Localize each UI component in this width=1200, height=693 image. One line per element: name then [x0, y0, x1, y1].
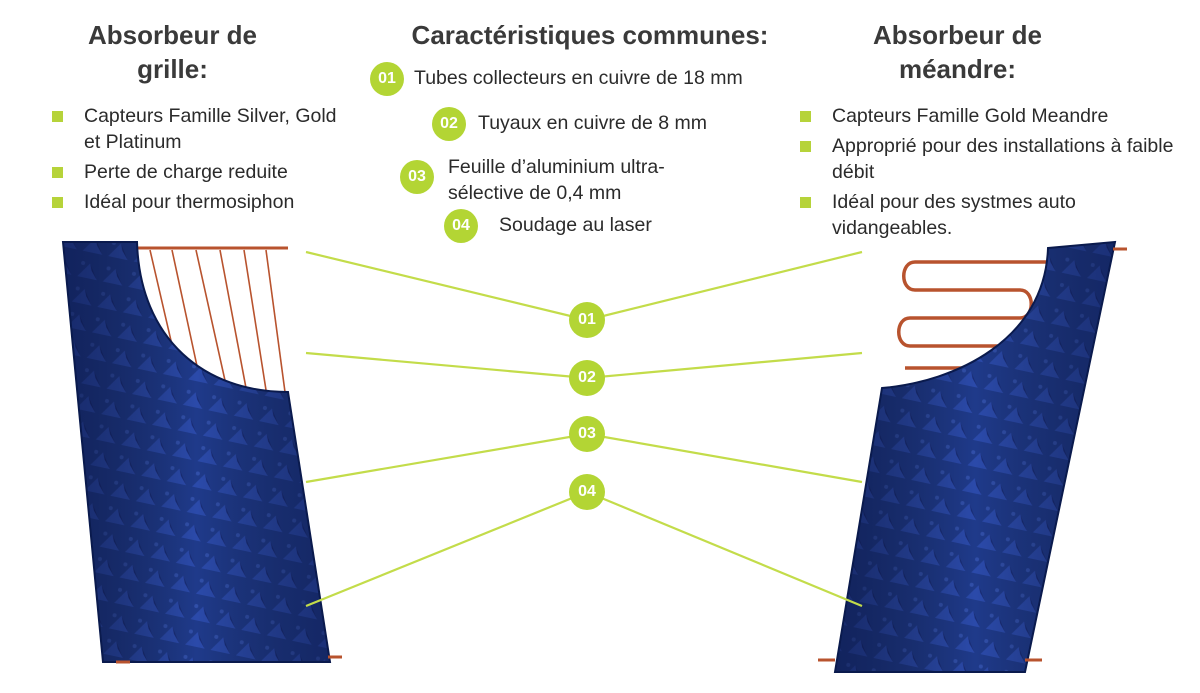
leader-line [586, 250, 863, 322]
meander-absorber-panel [818, 240, 1127, 673]
feature-number-badge: 03 [400, 160, 434, 194]
callout-badge: 01 [569, 302, 605, 338]
bullet-square-icon [800, 197, 811, 208]
leader-line [586, 432, 863, 484]
list-item: Capteurs Famille Silver, Gold et Platinu… [52, 103, 352, 155]
leader-line [305, 351, 588, 380]
grid-absorber-title: Absorbeur de grille: [50, 18, 295, 86]
callout-lines [305, 250, 863, 608]
list-item: Idéal pour des systmes auto vidangeables… [800, 189, 1162, 241]
grid-absorber-title-line2: grille: [137, 54, 208, 84]
leader-line [586, 351, 863, 380]
list-item: Capteurs Famille Gold Meandre [800, 103, 1190, 129]
callout-badge: 04 [569, 474, 605, 510]
meander-absorber-title-line1: Absorbeur de [872, 20, 1043, 50]
bullet-square-icon [52, 167, 63, 178]
bullet-square-icon [800, 111, 811, 122]
callout-badge: 03 [569, 416, 605, 452]
bullet-square-icon [52, 111, 63, 122]
meander-absorber-list: Capteurs Famille Gold Meandre Approprié … [800, 103, 1190, 245]
leader-line [586, 490, 863, 608]
feature-number-badge: 02 [432, 107, 466, 141]
grid-absorber-list: Capteurs Famille Silver, Gold et Platinu… [52, 103, 352, 219]
feature-text: Soudage au laser [499, 214, 652, 236]
leader-line [305, 490, 588, 608]
list-item: Approprié pour des installations à faibl… [800, 133, 1182, 185]
callout-badge: 02 [569, 360, 605, 396]
bullet-square-icon [52, 197, 63, 208]
leader-line [305, 432, 588, 484]
list-item: Perte de charge reduite [52, 159, 352, 185]
grid-absorber-panel [61, 241, 342, 664]
feature-number-badge: 01 [370, 62, 404, 96]
common-features-title: Caractéristiques communes: [411, 20, 769, 50]
meander-absorber-title: Absorbeur de méandre: [840, 18, 1075, 86]
feature-text: Tuyaux en cuivre de 8 mm [478, 112, 708, 134]
list-item: Idéal pour thermosiphon [52, 189, 352, 215]
leader-line [305, 250, 588, 322]
feature-text: Feuille d’aluminium ultra-sélective de 0… [448, 156, 665, 204]
feature-number-badge: 04 [444, 209, 478, 243]
meander-absorber-title-line2: méandre: [898, 54, 1017, 84]
bullet-square-icon [800, 141, 811, 152]
grid-absorber-title-line1: Absorbeur de [87, 20, 258, 50]
feature-text: Tubes collecteurs en cuivre de 18 mm [414, 67, 743, 89]
